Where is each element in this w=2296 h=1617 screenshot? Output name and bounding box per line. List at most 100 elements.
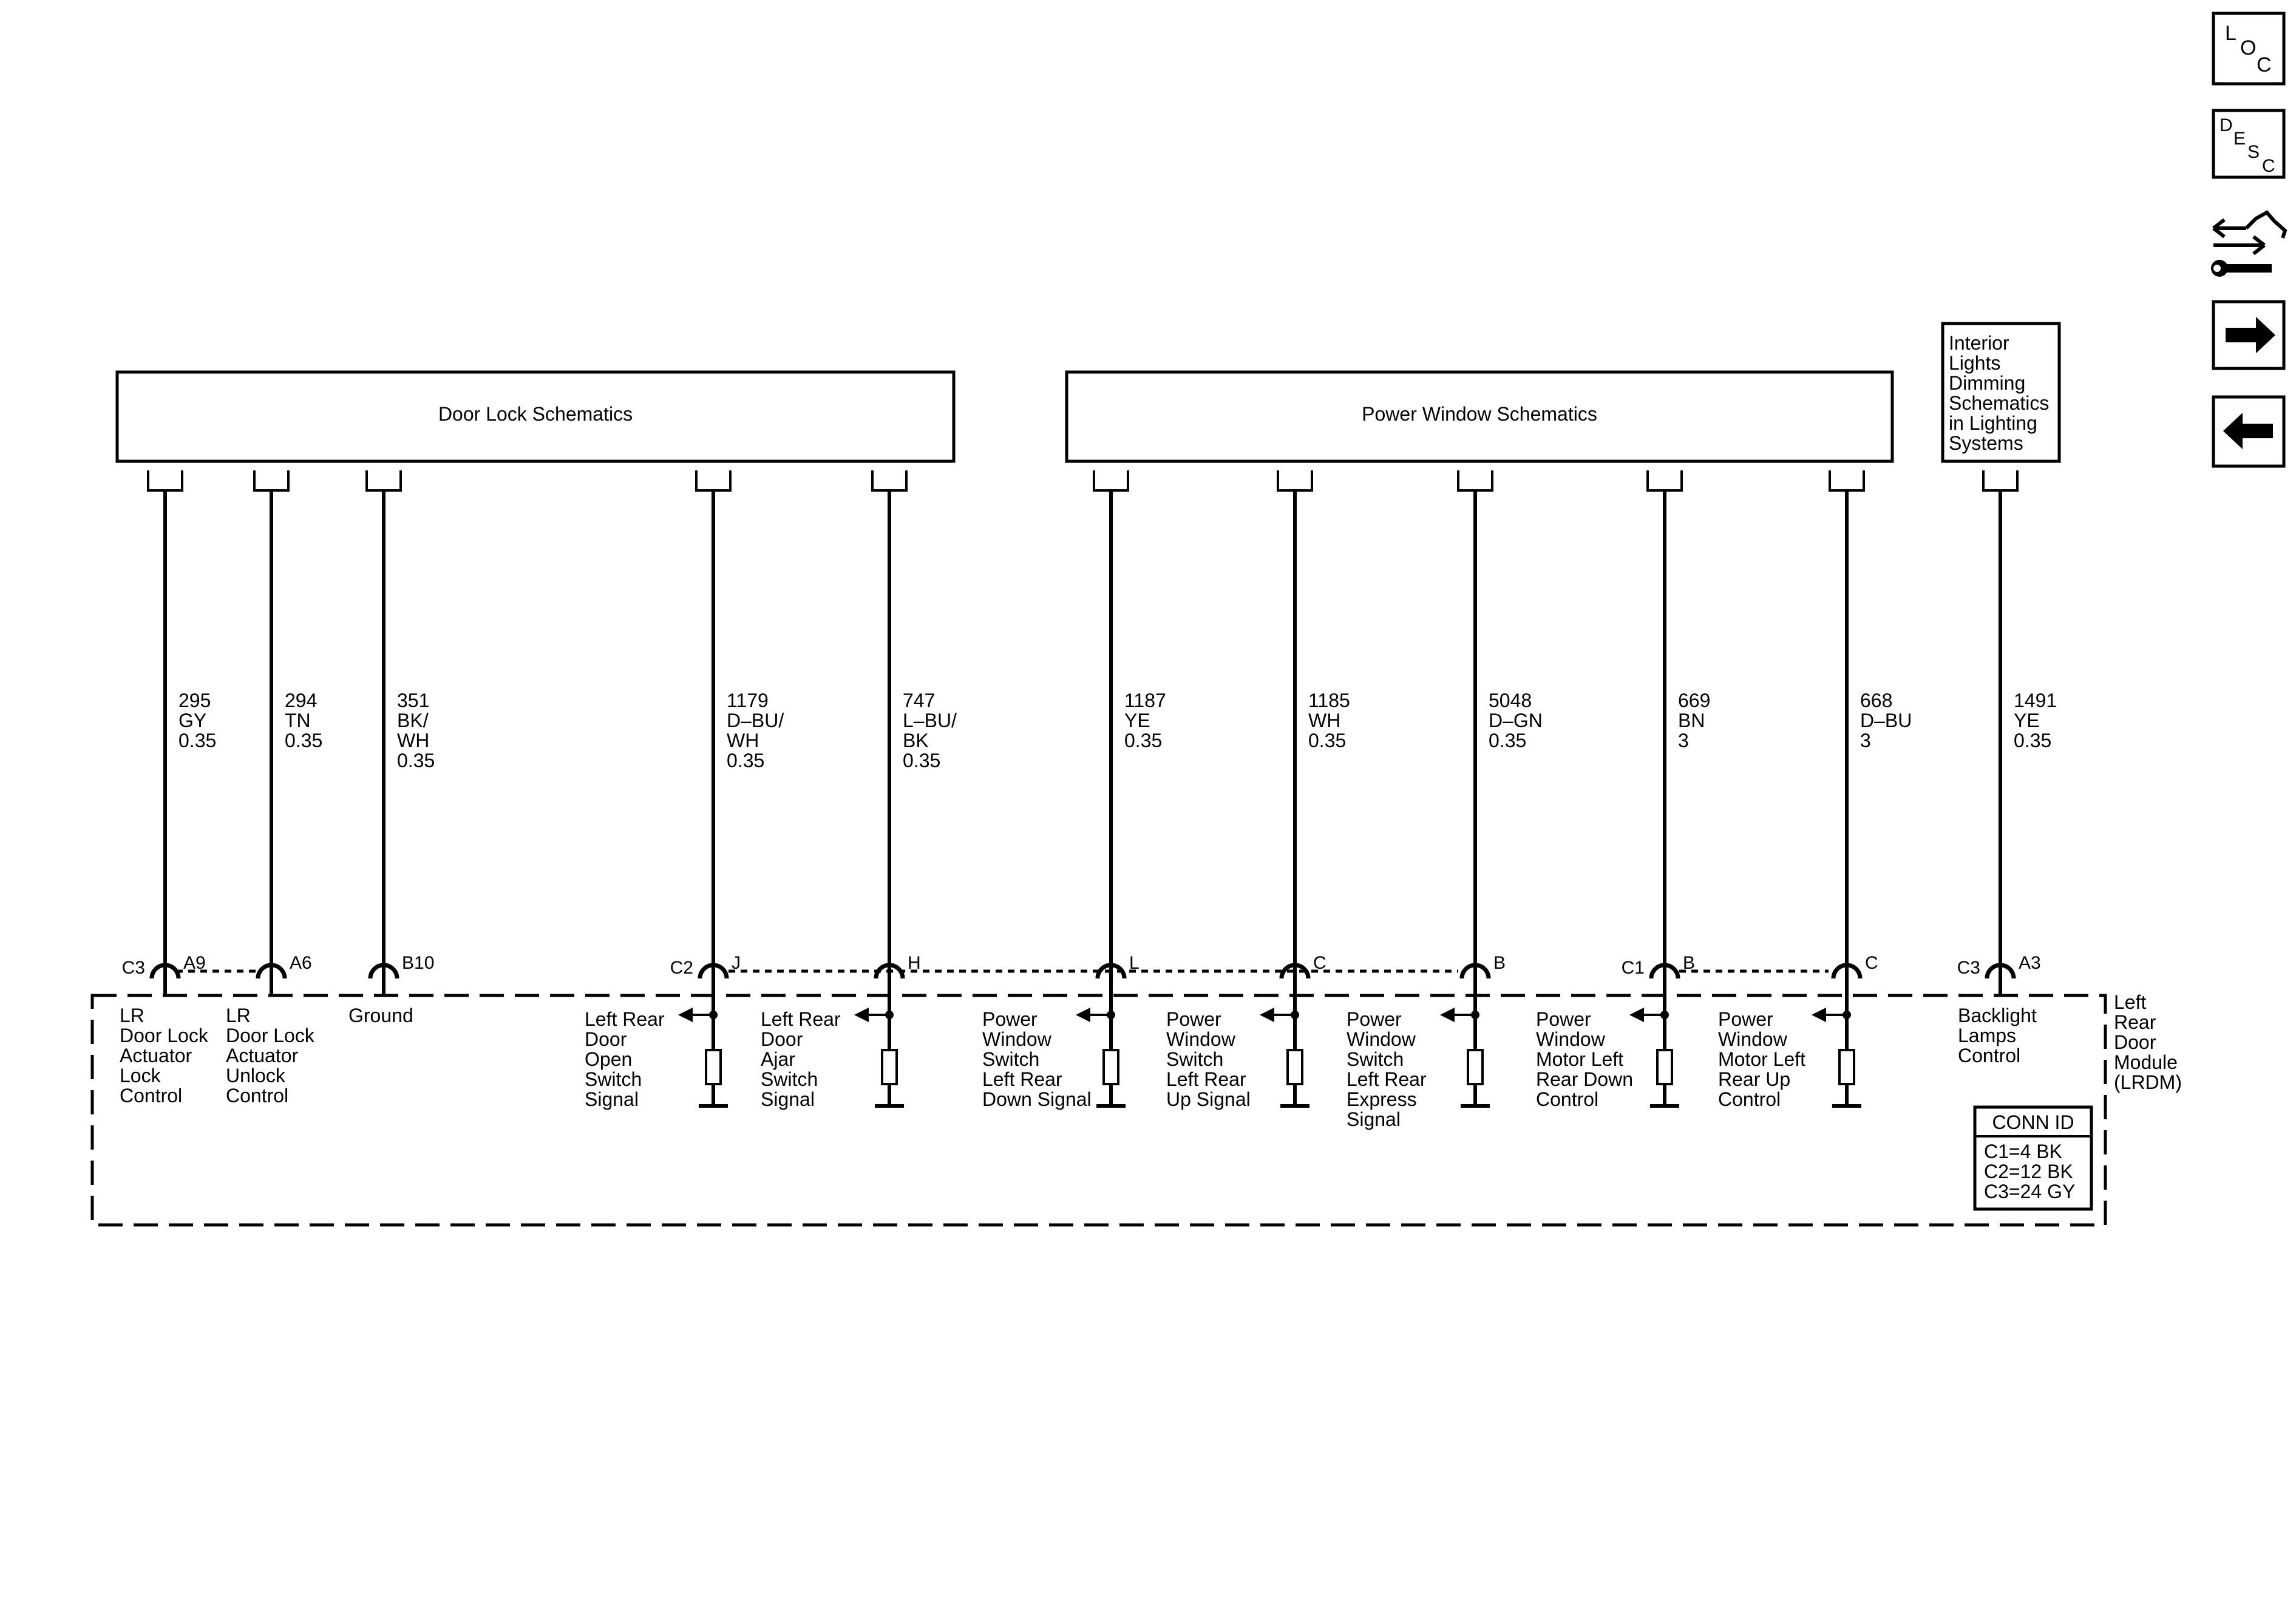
signal-arrow-icon <box>678 1008 693 1022</box>
function-label: Control <box>1718 1088 1781 1110</box>
pin-label: C <box>1865 953 1878 973</box>
loc-button[interactable]: L O C <box>2212 12 2286 86</box>
circuit-label: YE <box>1124 710 1150 731</box>
function-label: Control <box>226 1085 288 1107</box>
function-label: Left Rear <box>1166 1068 1246 1090</box>
next-arrow-button[interactable] <box>2212 300 2286 370</box>
function-label: Rear Down <box>1536 1068 1633 1090</box>
function-label: Power <box>1718 1008 1773 1030</box>
pin-label: A3 <box>2019 953 2041 973</box>
function-label: Rear Up <box>1718 1068 1790 1090</box>
interior-lights-line: Systems <box>1949 432 2023 454</box>
function-label: Switch <box>1166 1048 1223 1070</box>
function-label: Window <box>982 1028 1052 1050</box>
header-terminal <box>1982 470 2019 492</box>
function-label: Control <box>120 1085 182 1107</box>
function-label: Actuator <box>120 1045 192 1066</box>
function-label: Switch <box>761 1068 818 1090</box>
resistor <box>1286 1049 1303 1085</box>
function-label: Signal <box>761 1088 815 1110</box>
function-label: Lock <box>120 1065 161 1086</box>
interior-lights-line: Lights <box>1949 352 2000 374</box>
back-arrow-button[interactable] <box>2212 395 2286 468</box>
function-label: Window <box>1536 1028 1606 1050</box>
header-terminal <box>147 470 183 492</box>
interior-lights-line: Schematics <box>1949 392 2049 414</box>
interior-lights-schematics-box[interactable]: Interior Lights Dimming Schematics in Li… <box>1941 322 2061 463</box>
diagnostic-repair-icon[interactable] <box>2211 210 2288 277</box>
signal-arrow-icon <box>1440 1008 1455 1022</box>
pin-label: L <box>1129 953 1140 973</box>
junction-dot <box>1471 1011 1479 1019</box>
header-terminal <box>1646 470 1683 492</box>
pin-label: A6 <box>290 953 312 973</box>
door-lock-schematics-box[interactable]: Door Lock Schematics <box>115 370 956 463</box>
loc-letter: C <box>2257 53 2272 76</box>
pin-label: B <box>1683 953 1695 973</box>
desc-letter: C <box>2262 156 2275 176</box>
circuit-label: WH <box>1308 710 1340 731</box>
module-name-line: Rear <box>2114 1011 2156 1033</box>
function-label: Window <box>1166 1028 1236 1050</box>
function-label: Backlight <box>1958 1005 2037 1026</box>
function-label: Power <box>982 1008 1038 1030</box>
function-label: Control <box>1536 1088 1598 1110</box>
pin-label: J <box>732 953 741 973</box>
connector-label: C1 <box>1622 958 1645 978</box>
connector-label: C3 <box>122 958 145 978</box>
circuit-label: BK <box>903 730 929 751</box>
desc-letter: E <box>2233 129 2246 149</box>
function-label: LR <box>120 1005 144 1026</box>
desc-button[interactable]: D E S C <box>2212 109 2286 179</box>
connector-label: C2 <box>670 958 693 978</box>
junction-dot <box>1660 1011 1669 1019</box>
desc-letter: D <box>2220 115 2233 135</box>
function-label: Door <box>761 1028 803 1050</box>
circuit-label: WH <box>397 730 429 751</box>
function-label: Signal <box>585 1088 639 1110</box>
conn-id-row: C3=24 GY <box>1984 1181 2075 1202</box>
function-label: Switch <box>1347 1048 1404 1070</box>
function-label: Control <box>1958 1045 2020 1066</box>
function-label: Motor Left <box>1718 1048 1805 1070</box>
function-label: Left Rear <box>982 1068 1062 1090</box>
circuit-label: GY <box>178 710 206 731</box>
desc-letter: S <box>2247 142 2260 162</box>
function-label: Window <box>1347 1028 1416 1050</box>
header-terminal <box>1277 470 1313 492</box>
loc-letter: O <box>2240 36 2256 59</box>
circuit-label: 1179 <box>727 690 769 711</box>
function-label: Left Rear <box>585 1008 665 1030</box>
circuit-label: TN <box>285 710 311 731</box>
header-terminal <box>1093 470 1129 492</box>
next-arrow-icon <box>2226 317 2275 353</box>
module-name-line: Left <box>2114 991 2146 1013</box>
junction-dot <box>1107 1011 1115 1019</box>
circuit-label: BN <box>1678 710 1705 731</box>
power-window-schematics-box[interactable]: Power Window Schematics <box>1065 370 1894 463</box>
header-terminal <box>1829 470 1865 492</box>
function-label: Power <box>1166 1008 1221 1030</box>
connector-label: C3 <box>1957 958 1980 978</box>
circuit-label: 0.35 <box>1489 730 1526 751</box>
conn-id-title: CONN ID <box>1992 1111 2074 1133</box>
circuit-label: YE <box>2014 710 2040 731</box>
circuit-label: 668 <box>1860 690 1892 711</box>
junction-dot <box>1843 1011 1851 1019</box>
header-terminal <box>695 470 732 492</box>
header-terminal <box>365 470 402 492</box>
conn-id-row: C2=12 BK <box>1984 1161 2073 1182</box>
circuit-label: L–BU/ <box>903 710 957 731</box>
header-terminal <box>1457 470 1493 492</box>
circuit-label: 1185 <box>1308 690 1350 711</box>
function-label: Switch <box>982 1048 1039 1070</box>
